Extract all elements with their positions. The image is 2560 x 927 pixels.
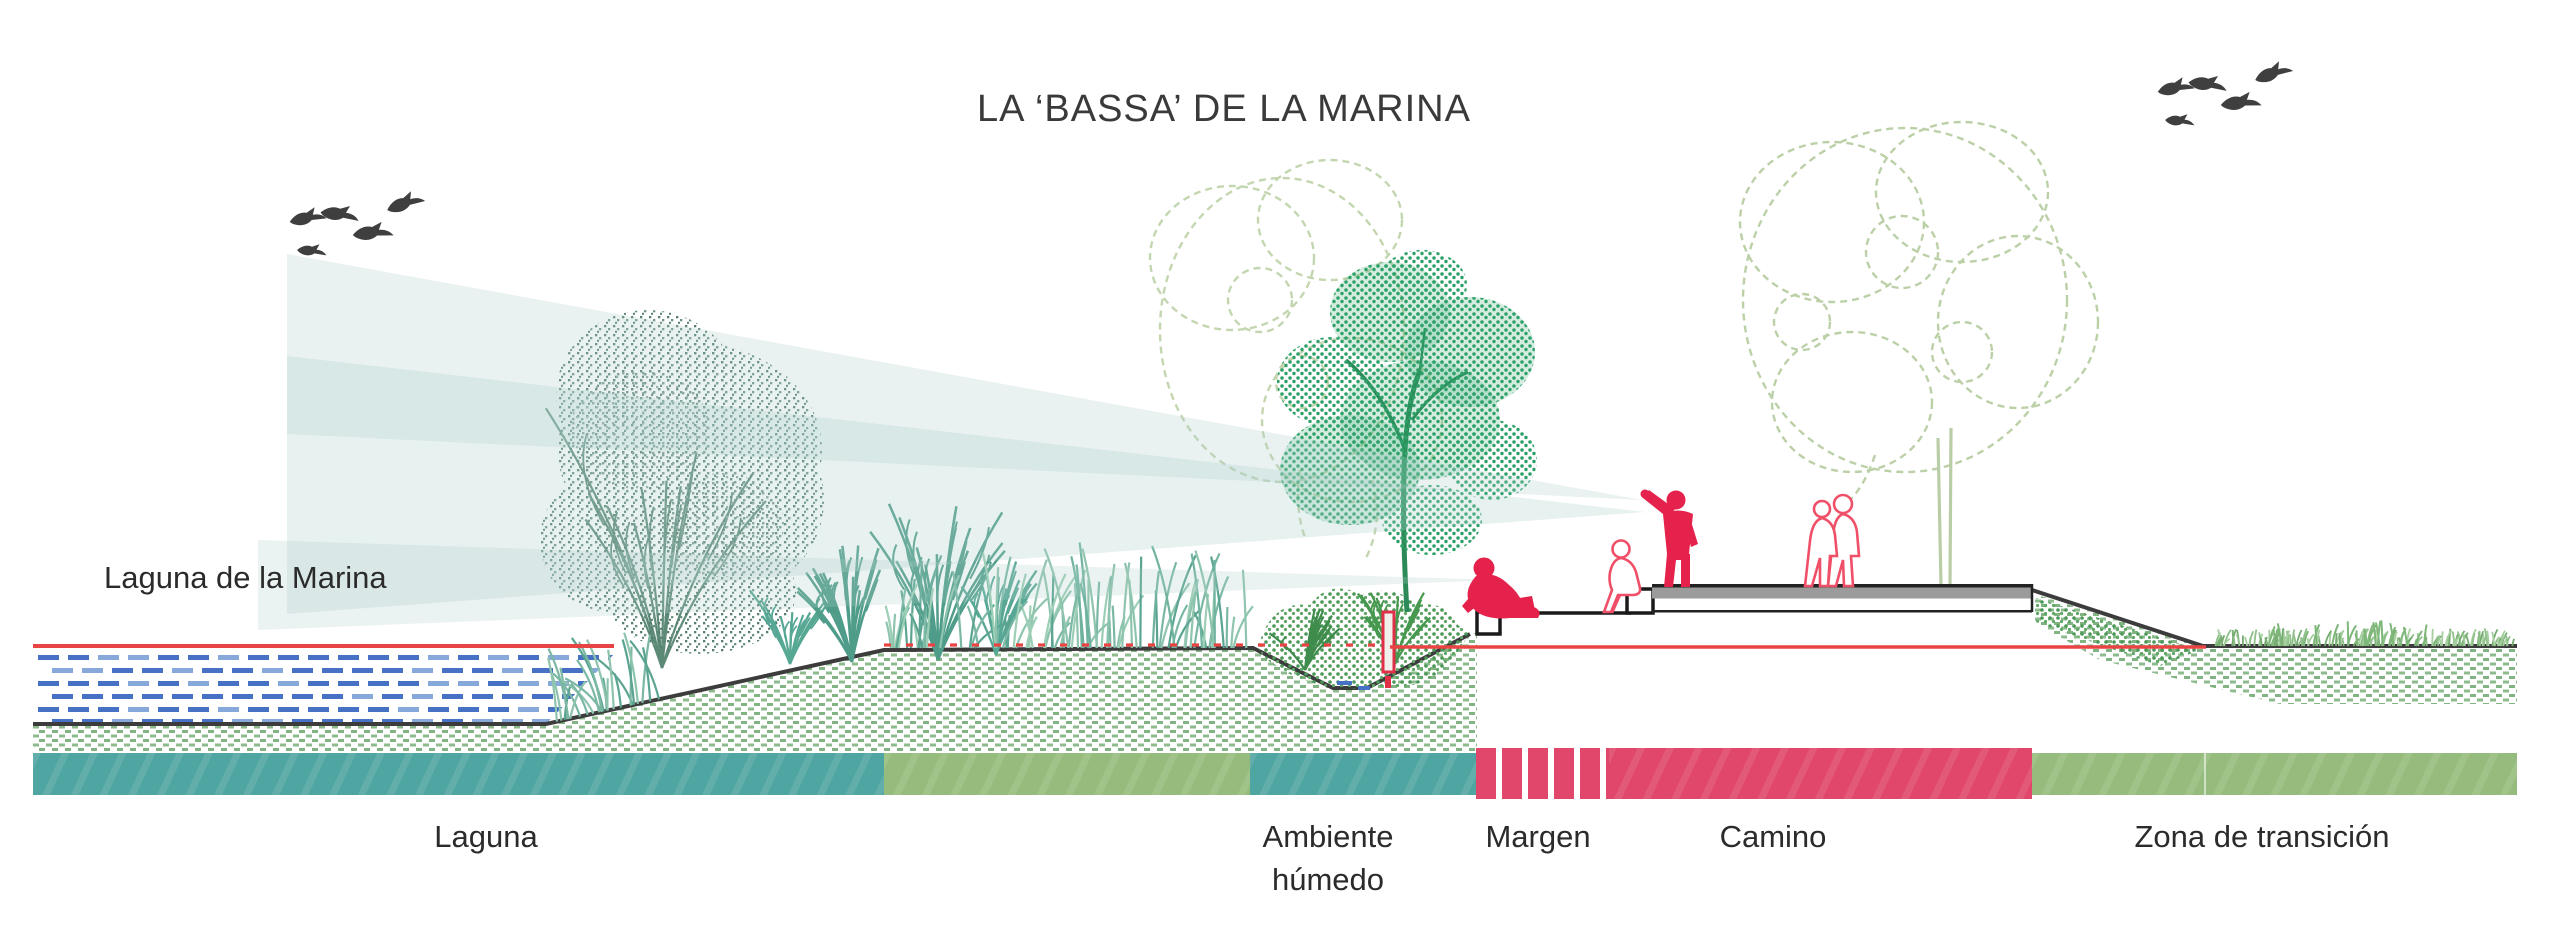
pale-tree-right	[1738, 120, 2100, 587]
walking-pair-figure	[1803, 493, 1861, 588]
lagoon-water-dashes	[38, 655, 618, 722]
legend-label-ambiente-humedo: Ambiente húmedo	[1262, 819, 1394, 897]
stipple-tree	[540, 310, 824, 669]
legend-segment-transicion-izq	[884, 753, 1250, 795]
seated-person-figure	[1602, 539, 1642, 614]
view-cones	[258, 254, 1645, 630]
bird-flock-left-icon	[288, 187, 426, 258]
water-gauge	[1381, 610, 1396, 688]
legend-segment-laguna	[33, 753, 884, 795]
legend-label-laguna: Laguna	[434, 819, 538, 854]
legend-segment-margen	[1476, 748, 1609, 799]
boardwalk	[1475, 584, 2034, 636]
transition-grass	[2214, 620, 2515, 647]
legend-segment-camino	[1609, 748, 2032, 799]
pale-tree-trunk	[1936, 427, 1953, 587]
legend-segment-ambiente-humedo	[1250, 753, 1476, 795]
standing-person-pointing-figure	[1640, 489, 1698, 587]
bird-flock-right-icon	[2156, 57, 2294, 128]
diagram-title: LA ‘BASSA’ DE LA MARINA	[977, 88, 1471, 130]
legend-label-margen: Margen	[1485, 819, 1591, 854]
slope-vegetation	[2036, 598, 2200, 666]
legend-label-camino: Camino	[1719, 819, 1827, 854]
legend-label-zona-transicion: Zona de transición	[2134, 819, 2390, 854]
crouching-observer-figure	[1462, 557, 1540, 619]
legend-bar	[0, 748, 2560, 799]
red-waterline	[33, 643, 2206, 649]
green-tree	[1277, 250, 1537, 613]
earth-hatch	[33, 594, 2517, 752]
basin-water-dashes	[1337, 681, 1370, 690]
legend-segment-zona-transicion	[2032, 753, 2517, 795]
wetland-shrubs	[547, 503, 1254, 722]
lagoon-label: Laguna de la Marina	[104, 560, 387, 595]
